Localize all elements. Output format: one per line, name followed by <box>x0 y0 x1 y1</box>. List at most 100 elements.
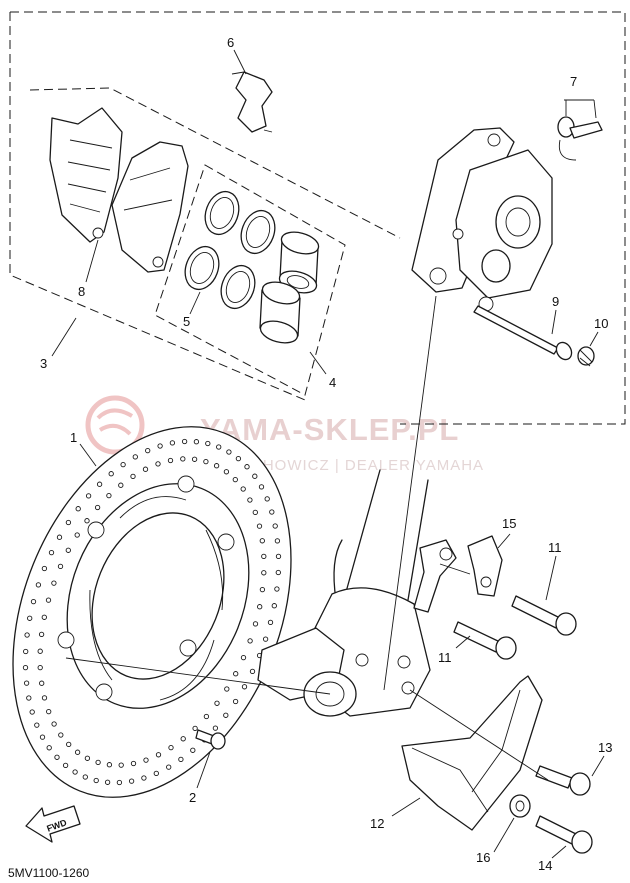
disc-vent-hole <box>212 725 219 731</box>
disc-vent-hole <box>54 754 60 760</box>
disc-vent-hole <box>166 764 172 770</box>
disc-vent-hole <box>178 756 184 763</box>
guard-line <box>409 689 549 781</box>
axle-line <box>65 657 331 695</box>
disc-vent-hole <box>46 745 52 751</box>
caliper-assembly-frame <box>10 11 626 425</box>
disc-vent-hole <box>203 713 210 720</box>
disc-vent-hole <box>141 775 147 781</box>
disc-vent-hole <box>57 563 64 570</box>
leader-5 <box>189 291 201 315</box>
watermark-subtitle: ECHOWICZ | DEALER YAMAHA <box>240 457 484 474</box>
disc-vent-hole <box>155 752 162 758</box>
hose-guide-body <box>467 535 503 597</box>
pad-group-frame-top <box>29 87 401 239</box>
disc-vent-hole <box>26 695 32 701</box>
callout-10: 10 <box>594 316 608 331</box>
disc-vent-hole <box>205 440 211 447</box>
disc-vent-hole <box>108 471 114 477</box>
seal-kit-frame <box>154 164 346 396</box>
disc-vent-hole <box>120 461 126 468</box>
bolt-lower <box>453 621 517 660</box>
disc-vent-hole <box>106 762 113 768</box>
disc-vent-hole <box>118 762 124 768</box>
callout-14: 14 <box>538 858 552 873</box>
brake-pad-left-grooves <box>67 139 113 213</box>
disc-bolt-head <box>210 732 226 750</box>
leader-9 <box>551 309 557 335</box>
disc-vent-hole <box>264 496 270 502</box>
disc-vent-hole <box>257 604 263 610</box>
disc-vent-hole <box>244 464 250 470</box>
disc-vent-hole <box>262 636 269 642</box>
brake-disc-spokes <box>89 496 224 701</box>
hose-guide <box>467 535 503 597</box>
brake-caliper <box>411 127 553 312</box>
caliper-lower-bore <box>481 249 511 283</box>
piston-seal <box>240 209 276 255</box>
callout-13: 13 <box>598 740 612 755</box>
disc-vent-hole <box>232 476 238 483</box>
disc-bolt-hole <box>57 631 75 649</box>
washer-hole <box>515 800 525 812</box>
disc-vent-hole <box>259 586 266 593</box>
leader-13 <box>591 755 605 777</box>
leader-16 <box>493 817 515 853</box>
guard-bolt-lower <box>535 815 593 854</box>
piston-seal-inner <box>209 197 235 229</box>
callouts: 1 2 3 4 5 6 7 8 9 10 11 11 12 13 14 15 1… <box>40 35 612 873</box>
disc-vent-hole <box>30 598 37 605</box>
disc-bolt-hole <box>217 533 235 551</box>
brake-disc-vent-holes <box>22 438 282 786</box>
brake-pad-right-edges <box>123 167 173 211</box>
callout-16: 16 <box>476 850 490 865</box>
front-fork-leg <box>257 469 457 717</box>
bleed-screw <box>557 116 603 161</box>
disc-vent-hole <box>84 518 90 524</box>
disc-vent-hole <box>271 603 277 609</box>
disc-vent-hole <box>23 648 29 655</box>
callout-3: 3 <box>40 356 47 371</box>
assembly-lines <box>65 295 549 781</box>
disc-vent-hole <box>232 698 239 705</box>
disc-vent-hole <box>72 769 78 775</box>
disc-vent-hole <box>46 708 52 715</box>
fork-mount-hole <box>401 681 415 695</box>
disc-vent-hole <box>132 454 138 460</box>
guard-bolt-lower-shank <box>535 815 577 845</box>
caliper-bracket-upper-hole <box>487 133 501 147</box>
leader-4 <box>309 351 327 375</box>
pad-spring-body <box>235 71 273 133</box>
disc-vent-hole <box>252 509 258 516</box>
piston-lower-top <box>261 281 301 305</box>
fork-mount-hole <box>397 655 411 669</box>
callout-11-upper: 11 <box>548 540 562 555</box>
disc-vent-hole <box>275 569 281 576</box>
disc-vent-hole <box>48 549 55 556</box>
caliper-piston-bore-inner <box>505 207 531 237</box>
leader-12 <box>391 797 421 817</box>
disc-vent-hole <box>214 700 220 706</box>
piston-lower-face <box>259 320 299 344</box>
disc-vent-hole <box>65 519 72 526</box>
disc-vent-hole <box>35 582 42 588</box>
watermark-logo-mark <box>96 408 134 436</box>
fork-tube-outline <box>345 469 429 601</box>
disc-vent-hole <box>118 482 124 488</box>
callout-4: 4 <box>329 375 336 390</box>
leader-7 <box>564 99 597 119</box>
guard-bolt-lower-head <box>571 830 593 854</box>
disc-vent-hole <box>39 680 45 686</box>
disc-vent-hole <box>143 757 149 763</box>
leader-11b <box>455 635 471 649</box>
disc-vent-hole <box>191 456 198 462</box>
disc-vent-hole <box>74 532 80 538</box>
disc-vent-hole <box>94 504 101 511</box>
disc-vent-hole <box>192 725 198 732</box>
pin-plug <box>577 346 595 367</box>
callout-2: 2 <box>189 790 196 805</box>
disc-vent-hole <box>142 466 149 472</box>
piston-seal-inner <box>245 216 271 248</box>
